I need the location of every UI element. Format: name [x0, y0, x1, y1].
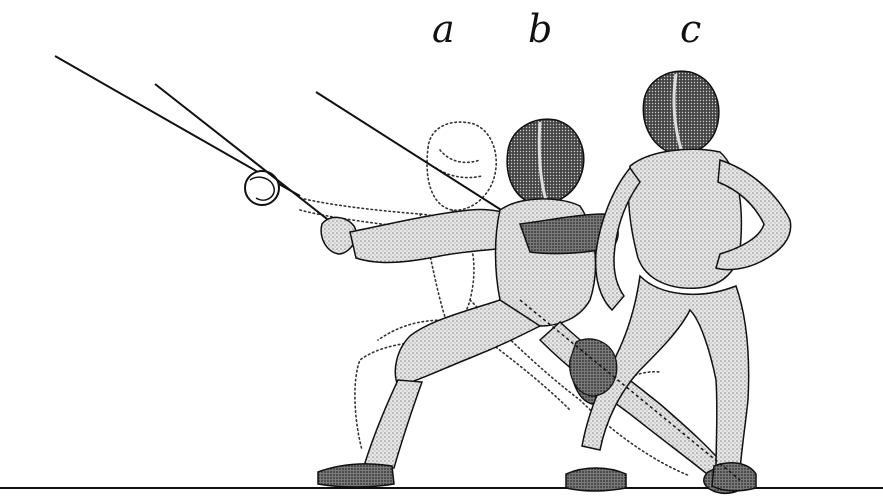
fencer-a-guard — [55, 56, 300, 205]
